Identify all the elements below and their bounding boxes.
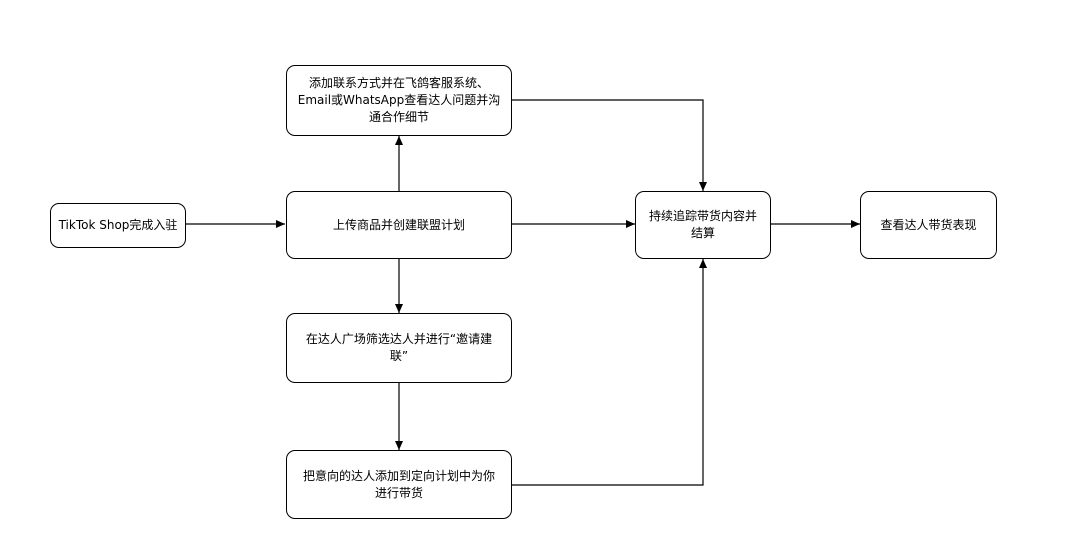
node-creator-plaza: 在达人广场筛选达人并进行“邀请建 联”	[286, 313, 512, 383]
node-track-settle-label: 持续追踪带货内容并 结算	[648, 209, 757, 240]
node-shop-onboarded: TikTok Shop完成入驻	[50, 203, 186, 248]
node-targeted-plan-label: 把意向的达人添加到定向计划中为你 进行带货	[302, 468, 495, 500]
node-upload-products-label: 上传商品并创建联盟计划	[332, 217, 465, 232]
node-shop-onboarded-label: TikTok Shop完成入驻	[58, 218, 178, 232]
node-view-performance: 查看达人带货表现	[860, 191, 997, 259]
node-contact-creators-label: 添加联系方式并在飞鸽客服系统、 Email或WhatsApp查看达人问题并沟 通…	[297, 76, 501, 124]
node-upload-products: 上传商品并创建联盟计划	[286, 191, 512, 259]
arrow-target-to-track	[512, 259, 707, 486]
node-targeted-plan: 把意向的达人添加到定向计划中为你 进行带货	[286, 450, 512, 519]
arrow-contact-to-track	[512, 99, 707, 191]
node-view-performance-label: 查看达人带货表现	[880, 217, 977, 232]
node-contact-creators: 添加联系方式并在飞鸽客服系统、 Email或WhatsApp查看达人问题并沟 通…	[286, 65, 512, 136]
node-creator-plaza-label: 在达人广场筛选达人并进行“邀请建 联”	[305, 332, 493, 363]
node-track-settle: 持续追踪带货内容并 结算	[635, 191, 771, 259]
